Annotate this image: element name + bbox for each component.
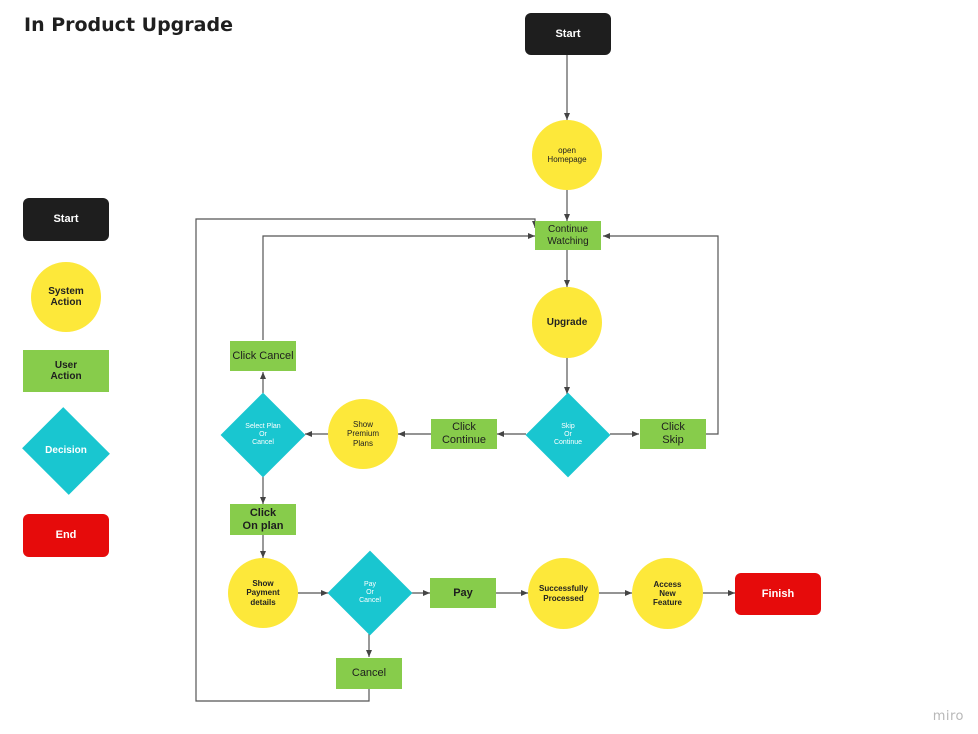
click-skip-label: Click Skip [661, 421, 685, 446]
click-on-plan-node: Click On plan [230, 504, 296, 535]
show-payment-details-node: Show Payment details [228, 558, 298, 628]
finish-node: Finish [735, 573, 821, 615]
legend-system-action: System Action [31, 262, 101, 332]
pay-node: Pay [430, 578, 496, 608]
skip-or-continue-decision: Skip Or Continue [525, 392, 611, 478]
access-new-feature-label: Access New Feature [653, 579, 682, 608]
pay-label: Pay [453, 586, 473, 599]
open-homepage-node: open Homepage [532, 120, 602, 190]
click-continue-node: Click Continue [431, 419, 497, 449]
legend-user-action: User Action [23, 350, 109, 392]
start-node: Start [525, 13, 611, 55]
pay-or-cancel-label: Pay Or Cancel [359, 580, 381, 605]
legend-start: Start [23, 198, 109, 241]
cancel-node: Cancel [336, 658, 402, 689]
connector-click-cancel-to-continue-watching [262, 233, 535, 340]
cancel-label: Cancel [351, 667, 387, 680]
legend-decision: Decision [18, 407, 114, 495]
continue-watching-node: Continue Watching [535, 221, 601, 250]
select-plan-or-cancel-label: Select Plan Or Cancel [245, 422, 281, 447]
click-skip-node: Click Skip [640, 419, 706, 449]
continue-watching-label: Continue Watching [547, 224, 589, 247]
miro-watermark: miro [932, 709, 964, 724]
successfully-processed-node: Successfully Processed [528, 558, 599, 629]
legend-end: End [23, 514, 109, 557]
show-premium-plans-node: Show Premium Plans [328, 399, 398, 469]
click-cancel-node: Click Cancel [230, 341, 296, 371]
legend-end-label: End [55, 529, 77, 542]
pay-or-cancel-decision: Pay Or Cancel [327, 550, 413, 636]
connector-click-skip-to-continue-watching [603, 233, 719, 435]
click-continue-label: Click Continue [441, 421, 487, 446]
legend-user-action-label: User Action [50, 359, 82, 383]
successfully-processed-label: Successfully Processed [539, 584, 588, 603]
show-payment-details-label: Show Payment details [246, 579, 280, 607]
click-cancel-label: Click Cancel [232, 349, 294, 362]
show-premium-plans-label: Show Premium Plans [346, 420, 379, 448]
page-title: In Product Upgrade [24, 14, 233, 36]
start-node-label: Start [555, 27, 581, 40]
upgrade-label: Upgrade [546, 316, 588, 328]
click-on-plan-label: Click On plan [242, 506, 284, 532]
finish-label: Finish [761, 587, 795, 600]
skip-or-continue-label: Skip Or Continue [553, 422, 583, 447]
connector-cancel-to-continue-watching [195, 218, 538, 702]
legend-system-action-label: System Action [48, 285, 84, 309]
upgrade-node: Upgrade [532, 287, 602, 358]
legend-start-label: Start [53, 213, 79, 226]
access-new-feature-node: Access New Feature [632, 558, 703, 629]
open-homepage-label: open Homepage [547, 145, 587, 164]
legend-decision-label: Decision [45, 445, 87, 457]
select-plan-or-cancel-decision: Select Plan Or Cancel [220, 392, 306, 478]
